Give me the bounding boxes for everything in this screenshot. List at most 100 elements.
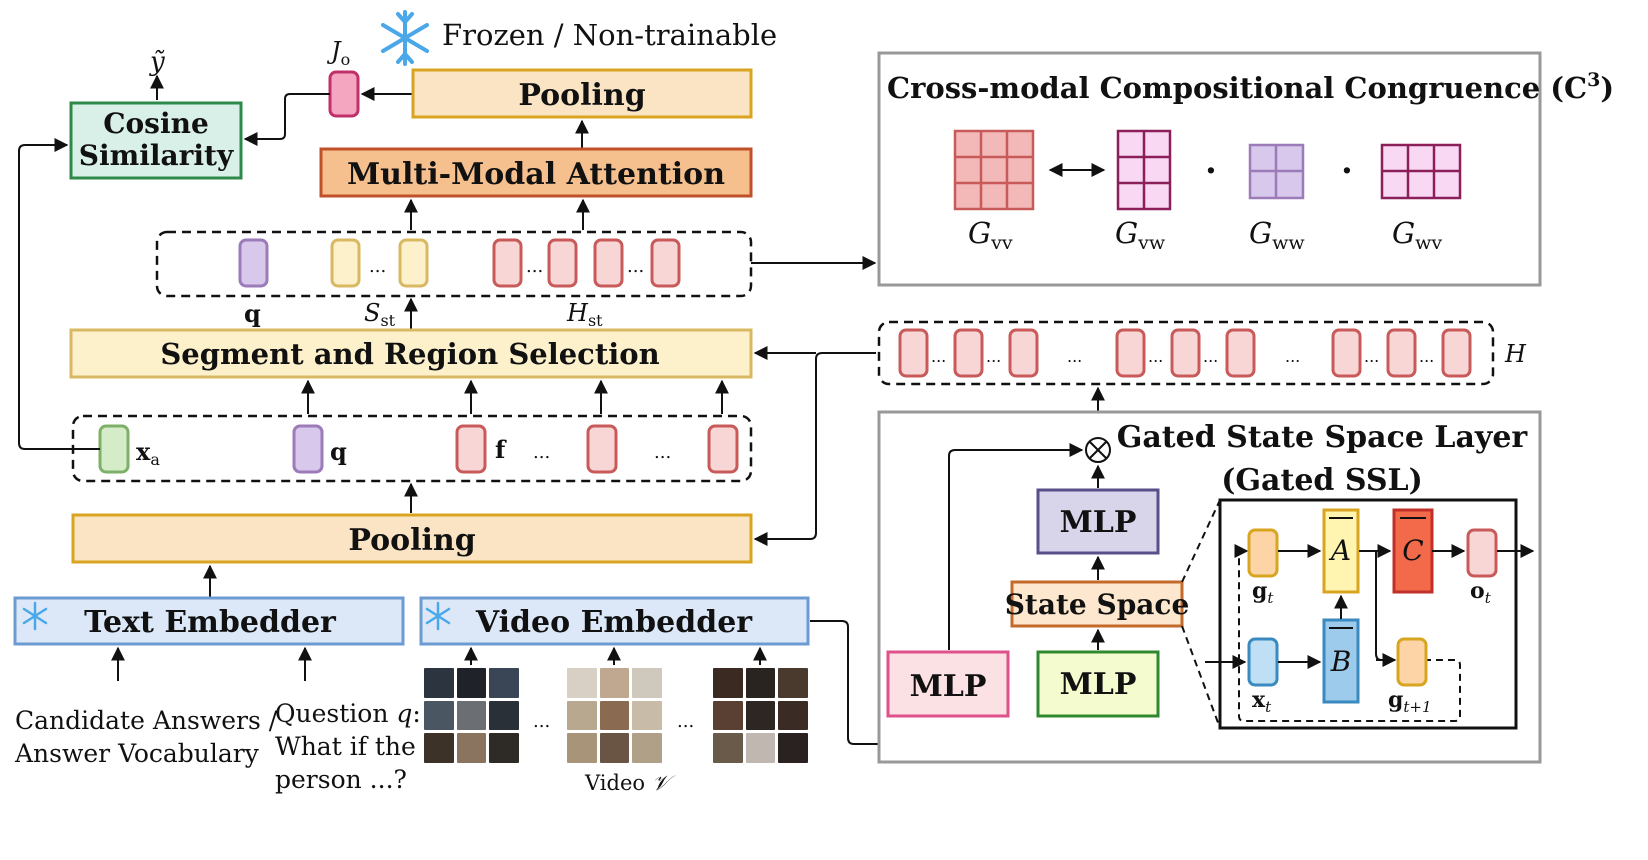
snowflake-icon (425, 601, 451, 631)
ssm-gt1-label: gt+1 (1388, 687, 1432, 716)
gram-matrix-vv (953, 129, 1035, 211)
ssm-xt-label: xt (1252, 687, 1272, 716)
video-frame-2 (567, 668, 662, 763)
video-label: Video 𝒱 (584, 771, 676, 795)
label-q-selected: q (244, 299, 261, 328)
token-h-1 (492, 238, 523, 288)
text-embedder-box (13, 596, 405, 646)
output-label: ỹ (149, 47, 165, 77)
token-h-4 (650, 238, 681, 288)
ellipsis-hrow-3: ... (1067, 347, 1082, 366)
ellipsis-hrow-8: ... (1419, 347, 1434, 366)
gram-matrix-ww (1248, 143, 1305, 200)
video-frame-3 (713, 668, 808, 763)
video-embedder-label: Video Embedder (475, 605, 753, 640)
dot-1: · (1205, 151, 1217, 191)
ellipsis-f2: ... (654, 442, 671, 463)
label-s-st: Sst (364, 299, 396, 330)
mlp-pink-label: MLP (910, 669, 987, 704)
selected-tokens-group (155, 230, 753, 298)
ssm-gt-token (1247, 528, 1279, 578)
pooling-bottom-label: Pooling (348, 523, 475, 558)
ellipsis-hrow-2: ... (986, 347, 1001, 366)
token-f (455, 424, 487, 474)
token-q (292, 424, 324, 474)
question-line1: Question q: (275, 699, 421, 728)
ssm-gt-label: gt (1252, 578, 1274, 607)
question-line3: person ...? (275, 765, 407, 794)
mlp-green-label: MLP (1060, 667, 1137, 702)
legend-frozen-text: Frozen / Non-trainable (442, 18, 777, 52)
ellipsis-s: ... (369, 256, 386, 277)
ellipsis-video2: ... (677, 711, 694, 732)
c3-title: Cross-modal Compositional Congruence (C3… (887, 69, 1614, 105)
token-h-2 (547, 238, 578, 288)
gram-label-wv: Gwv (1392, 216, 1442, 254)
label-h-st: Hst (566, 299, 603, 330)
mma-label: Multi-Modal Attention (347, 157, 725, 192)
pooling-top-box (411, 68, 753, 119)
text-embedder-label: Text Embedder (84, 605, 337, 640)
cosine-similarity-box (69, 101, 243, 180)
token-h-3 (593, 238, 624, 288)
token-f-2 (586, 424, 618, 474)
mlp-green-box (1036, 650, 1160, 718)
token-xa (98, 424, 130, 474)
gated-ssl-title-line1: Gated State Space Layer (1117, 420, 1529, 455)
video-frame-1 (424, 668, 519, 763)
question-line2: What if the (275, 732, 416, 761)
jo-label: Jo (326, 37, 350, 69)
ellipsis-hrow-5: ... (1203, 347, 1218, 366)
segment-region-selection-box (69, 328, 753, 379)
gram-matrix-wv (1380, 143, 1462, 200)
mlp-purple-box (1036, 488, 1160, 555)
gated-ssl-title-line2: (Gated SSL) (1221, 463, 1423, 498)
ellipsis-hrow-6: ... (1285, 347, 1300, 366)
cosine-label-line1: Cosine (103, 107, 209, 140)
token-f-3 (707, 424, 739, 474)
ellipsis-h2: ... (627, 256, 644, 277)
gram-matrix-vw (1116, 129, 1172, 211)
candidate-answers-line2: Answer Vocabulary (14, 739, 260, 768)
snowflake-icon (22, 601, 48, 631)
features-group (71, 414, 753, 483)
gram-label-vv: Gvv (968, 216, 1013, 254)
pooling-bottom-box (71, 513, 753, 564)
gram-label-ww: Gww (1249, 216, 1305, 254)
video-embedder-box (419, 596, 810, 646)
ssm-b-box (1322, 618, 1360, 704)
ssm-gt1-token (1396, 637, 1428, 687)
ssm-xt-token (1247, 637, 1279, 687)
segment-selection-label: Segment and Region Selection (160, 337, 659, 371)
h-token-row (898, 328, 1472, 378)
ellipsis-f1: ... (533, 442, 550, 463)
ssm-ot-label: ot (1470, 578, 1492, 607)
ssm-c-label: C (1402, 534, 1423, 567)
token-q-selected (238, 238, 269, 288)
pooling-top-label: Pooling (518, 78, 645, 113)
h-tokens-group (877, 320, 1495, 386)
gram-label-vw: Gvw (1115, 216, 1166, 254)
ellipsis-video1: ... (533, 711, 550, 732)
token-s-1 (330, 238, 361, 288)
cosine-label-line2: Similarity (79, 139, 234, 172)
h-label: H (1504, 340, 1527, 368)
label-q: q (330, 437, 347, 466)
ellipsis-hrow-4: ... (1148, 347, 1163, 366)
ellipsis-hrow-1: ... (931, 347, 946, 366)
ssm-a-label: A (1328, 534, 1351, 567)
ellipsis-hrow-7: ... (1364, 347, 1379, 366)
ellipsis-h1: ... (526, 256, 543, 277)
state-space-label: State Space (1005, 588, 1190, 621)
ssm-b-label: B (1330, 645, 1352, 678)
jo-token (328, 70, 360, 118)
dot-2: · (1341, 151, 1353, 191)
candidate-answers-line1: Candidate Answers / (15, 706, 278, 735)
multi-modal-attention-box (319, 147, 753, 198)
token-s-2 (398, 238, 429, 288)
label-f: f (495, 435, 507, 464)
ssm-a-box (1322, 508, 1360, 594)
ssm-ot-token (1466, 528, 1498, 578)
mlp-pink-box (886, 650, 1010, 718)
mlp-purple-label: MLP (1060, 505, 1137, 540)
